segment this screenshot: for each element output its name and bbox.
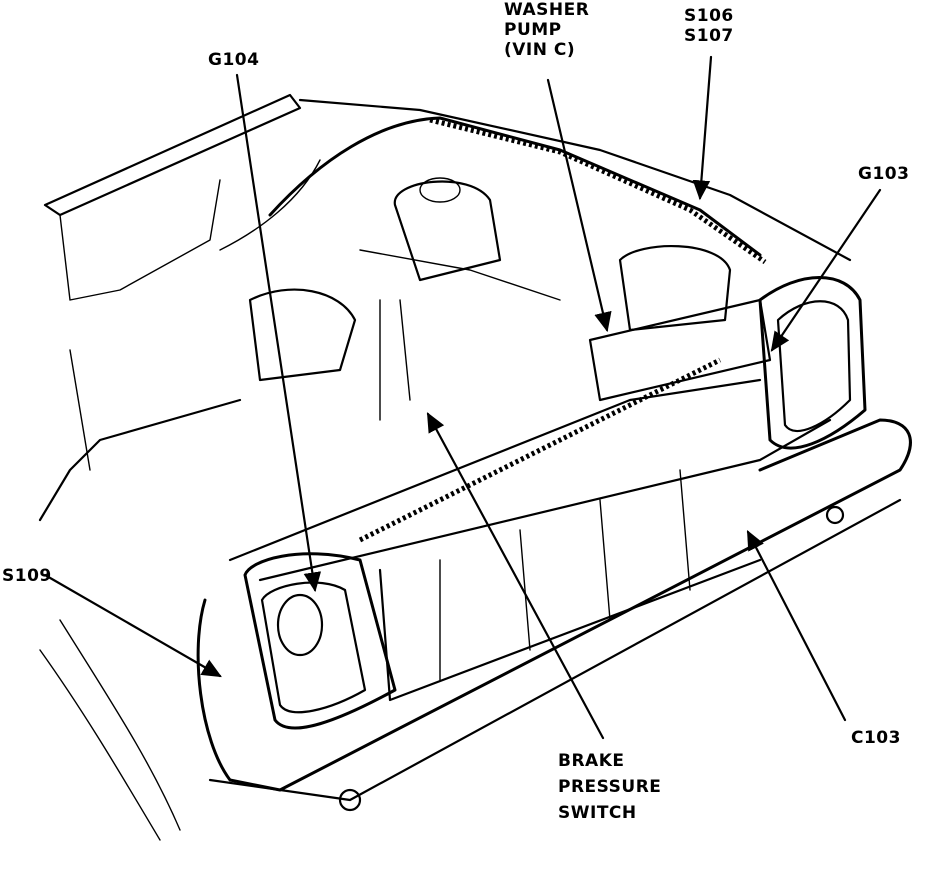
arrow-s109	[43, 573, 222, 678]
label-s107: S107	[684, 26, 734, 46]
label-washer-pump-line1: WASHER	[504, 0, 590, 20]
label-g103: G103	[858, 164, 910, 184]
left-headlamp	[243, 552, 397, 730]
label-washer-pump-line2: PUMP	[504, 20, 562, 40]
arrow-s106-s107	[692, 55, 713, 201]
front-bumper	[39, 418, 912, 841]
label-switch: SWITCH	[558, 803, 637, 823]
arrow-g103	[770, 188, 882, 352]
hood-outline	[38, 93, 302, 522]
label-s106-s107: S106 S107	[684, 6, 734, 46]
label-washer-pump: WASHER PUMP (VIN C)	[504, 0, 589, 60]
engine-components	[248, 177, 772, 421]
radiator-support	[228, 357, 832, 702]
label-washer-pump-line3: (VIN C)	[504, 40, 576, 60]
label-c103: C103	[851, 728, 901, 748]
label-g104: G104	[208, 50, 260, 70]
label-pressure: PRESSURE	[558, 777, 662, 797]
firewall-harness	[219, 98, 852, 265]
label-s109: S109	[2, 566, 52, 586]
right-headlamp	[758, 276, 867, 450]
arrow-c103	[746, 530, 847, 722]
label-s106: S106	[684, 6, 734, 26]
leader-arrows	[43, 55, 882, 740]
label-brake-pressure-switch: BRAKE PRESSURE SWITCH	[558, 748, 661, 826]
arrow-brake-pressure-switch	[426, 412, 605, 740]
arrow-g104	[235, 73, 322, 593]
arrow-washer-pump	[546, 78, 612, 333]
label-brake: BRAKE	[558, 751, 625, 771]
